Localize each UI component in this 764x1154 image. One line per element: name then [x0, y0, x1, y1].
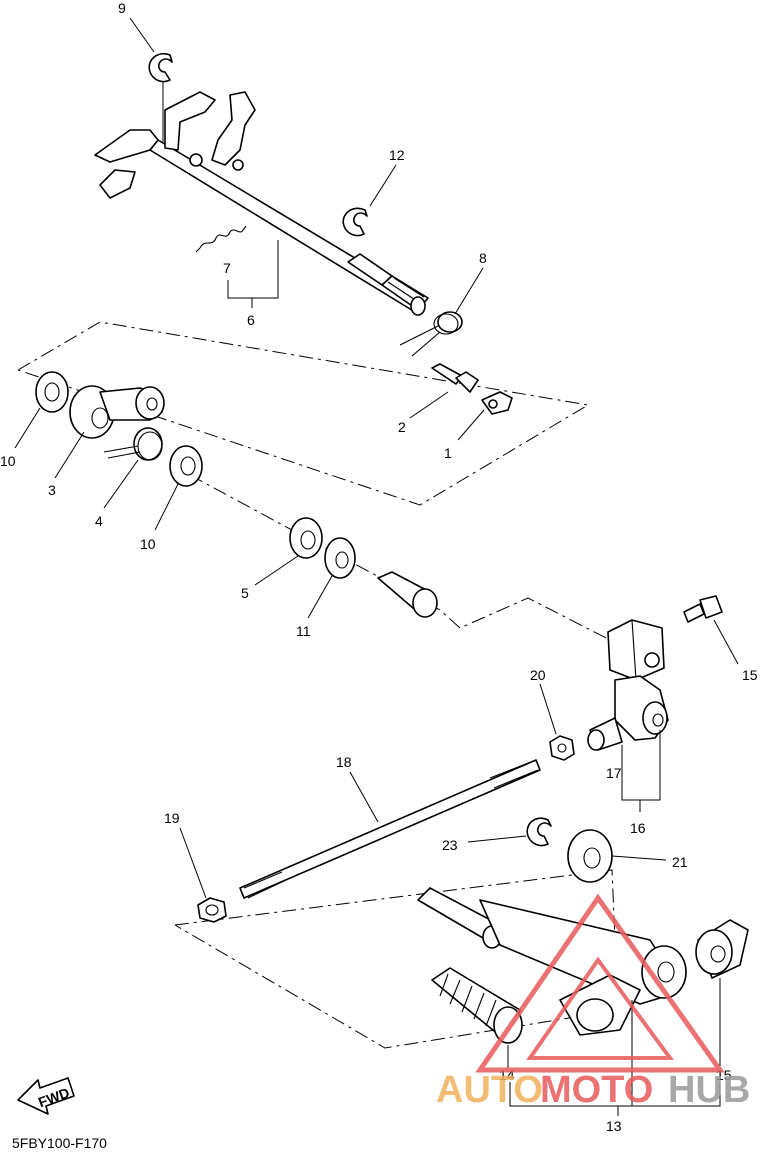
label-10-left: 10 — [0, 453, 16, 469]
joint-15 — [695, 919, 749, 979]
bolt-16 — [683, 595, 723, 623]
watermark-text-hub: HUB — [668, 1069, 750, 1111]
watermark-text-moto: MOTO — [540, 1069, 653, 1111]
watermark-triangle-icon — [475, 893, 725, 1073]
label-2: 2 — [398, 419, 406, 435]
circlip-9 — [148, 53, 173, 83]
part-number-labels: 9 12 8 7 6 2 1 10 3 4 10 5 11 15 20 17 1… — [0, 0, 758, 1134]
label-4: 4 — [95, 513, 103, 529]
nut-21 — [549, 735, 575, 761]
washer-22 — [567, 829, 613, 883]
stopper-lever-3 — [69, 385, 165, 439]
label-17: 16 — [630, 820, 646, 836]
shift-rod-19 — [239, 759, 541, 899]
label-10-right: 10 — [140, 536, 156, 552]
shaft-end — [377, 571, 438, 618]
leader-lines — [14, 17, 739, 1116]
assembly-outline-upper — [17, 321, 590, 506]
label-7: 7 — [223, 260, 231, 276]
label-13: 13 — [606, 1118, 622, 1134]
circlip-23 — [526, 817, 552, 847]
label-1: 1 — [444, 445, 452, 461]
watermark-logo: AUTO MOTO HUB — [436, 893, 750, 1111]
label-3: 3 — [48, 482, 56, 498]
label-23: 23 — [442, 837, 458, 853]
fwd-arrow-icon: FWD — [17, 1077, 75, 1115]
shift-arm-17 — [587, 619, 669, 751]
shift-pedal-13 — [417, 887, 687, 1036]
label-20: 19 — [164, 810, 180, 826]
label-11: 11 — [296, 623, 311, 639]
shift-shaft — [94, 91, 429, 316]
label-9: 9 — [118, 0, 126, 16]
label-12: 12 — [389, 147, 405, 163]
oil-seal-5 — [289, 517, 323, 559]
washer-11 — [324, 537, 356, 579]
label-5: 5 — [241, 585, 249, 601]
washer-10-right — [169, 445, 203, 487]
label-6: 6 — [247, 312, 255, 328]
label-21: 20 — [530, 667, 546, 683]
spring-4 — [103, 427, 163, 461]
label-19: 18 — [336, 754, 352, 770]
figure-code: 5FBY100-F170 — [12, 1135, 107, 1151]
label-8: 8 — [479, 250, 487, 266]
nut-20 — [197, 897, 227, 923]
label-18: 17 — [606, 765, 622, 781]
bolt-2 — [431, 363, 479, 393]
label-22: 21 — [672, 854, 688, 870]
return-spring — [195, 225, 247, 253]
torsion-spring-8 — [399, 311, 463, 357]
circlip-12 — [342, 207, 368, 237]
assembly-centerline — [189, 474, 611, 641]
watermark-text-auto: AUTO — [436, 1069, 543, 1111]
label-16: 15 — [742, 667, 758, 683]
washer-10-left — [35, 371, 69, 413]
